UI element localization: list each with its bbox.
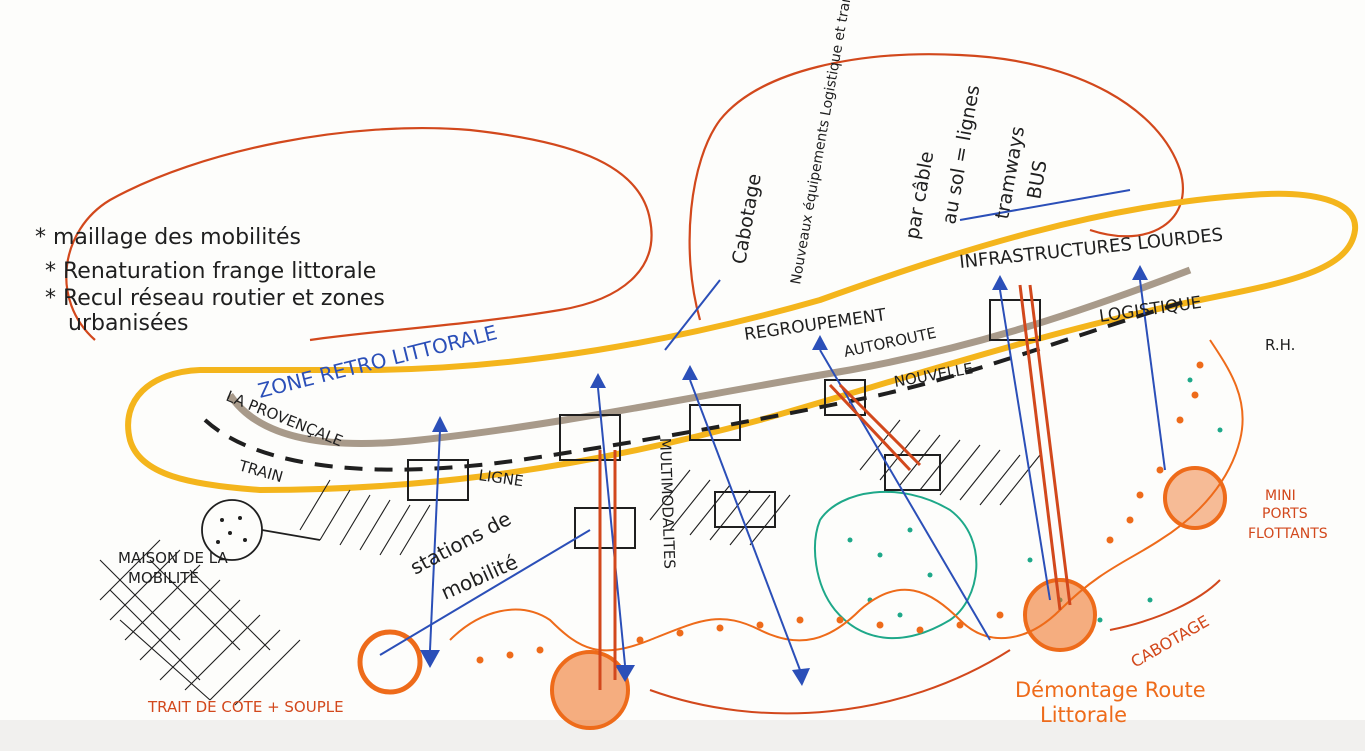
- label-mini-1: MINI: [1265, 488, 1296, 504]
- label-demontage-1: Démontage Route: [1015, 678, 1206, 702]
- hatched-urban-areas: [99, 419, 1041, 706]
- label-mini-3: FLOTTANTS: [1248, 526, 1328, 542]
- maison-mobilite-pointer: [261, 529, 321, 541]
- paper-bottom-edge: [0, 720, 1365, 751]
- green-vegetation-dots: [847, 377, 1223, 623]
- label-multimodalites: MULTIMODALITES: [656, 438, 679, 570]
- label-trait-de-cote: TRAIT DE COTE + SOUPLE: [147, 698, 344, 716]
- trait-de-cote-circle: [357, 629, 423, 695]
- blue-transit-lines: [379, 279, 1166, 671]
- cabotage-arrow-right: [1109, 579, 1221, 631]
- bubble-arrows: [664, 189, 1131, 351]
- route-provencale: [227, 266, 1192, 447]
- label-mini-2: PORTS: [1262, 506, 1308, 522]
- label-maison-1: MAISON DE LA: [118, 549, 228, 567]
- left-notes: * maillage des mobilités * Renaturation …: [35, 225, 385, 336]
- label-demontage-2: Littorale: [1040, 703, 1127, 727]
- note-recul: * Recul réseau routier et zones: [45, 286, 385, 311]
- blue-arrowheads: [420, 265, 1148, 686]
- renaturation-green-area: [814, 490, 978, 640]
- mini-port-circle-2: [1023, 578, 1097, 652]
- coastline-scribble: [449, 339, 1244, 652]
- zone-retro-littorale-outline: [125, 190, 1359, 494]
- mini-port-circle-3: [1163, 466, 1227, 530]
- left-note-bubble: [65, 127, 653, 342]
- note-maillage: * maillage des mobilités: [35, 225, 301, 250]
- maison-mobilite-dots: [216, 516, 247, 544]
- note-urbanisees: urbanisées: [68, 311, 188, 336]
- label-rh: R.H.: [1265, 336, 1295, 354]
- coastline-dots: [476, 361, 1204, 664]
- cabotage-arrow-bottom: [649, 649, 1011, 715]
- label-maison-2: MOBILITÉ: [128, 568, 199, 587]
- mini-port-circle-1: [550, 650, 630, 730]
- note-renaturation: * Renaturation frange littorale: [45, 259, 376, 284]
- red-transit-lines: [598, 284, 1072, 690]
